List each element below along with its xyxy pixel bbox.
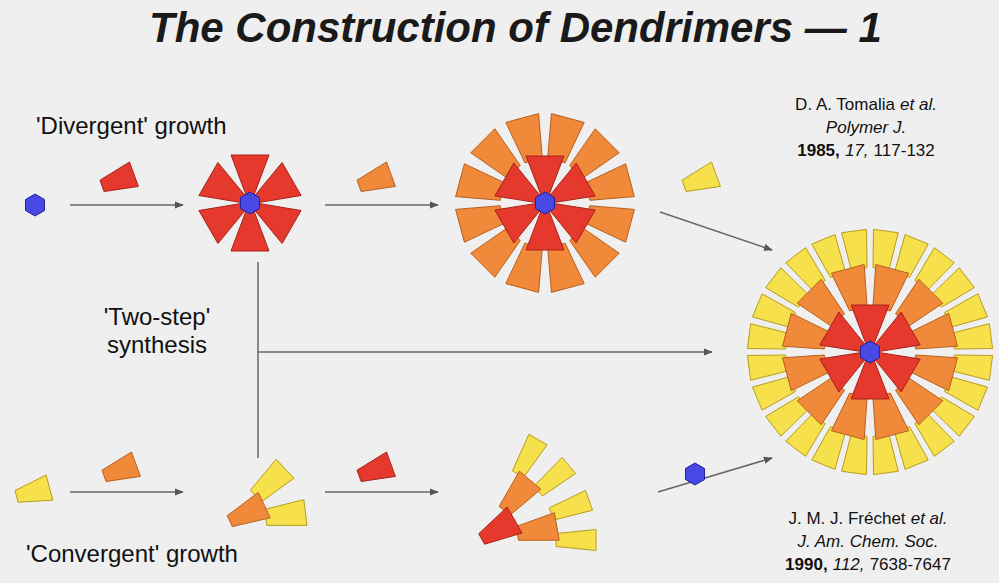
wedge-unit — [516, 513, 559, 541]
arrow — [658, 458, 772, 492]
citation-line: J. Am. Chem. Soc. — [797, 531, 938, 553]
citation-text: 112, — [833, 554, 865, 576]
core-hexagon — [686, 463, 705, 485]
arrow — [325, 491, 438, 493]
wedge-unit — [747, 355, 787, 380]
wedge-unit — [100, 162, 138, 192]
citation-text: et al. — [900, 94, 937, 116]
citation-text: 7638-7647 — [870, 554, 951, 576]
wedge-unit — [842, 229, 867, 269]
page-title: The Construction of Dendrimers — 1 — [149, 4, 882, 52]
step-label: 'Two-step' synthesis — [72, 303, 242, 359]
arrow — [70, 204, 183, 206]
citation-text: 117-132 — [874, 140, 935, 162]
wedge-unit — [550, 163, 595, 203]
wedge-unit — [873, 434, 898, 474]
wedge-unit — [357, 162, 395, 192]
wedge-unit — [820, 353, 865, 393]
wedge-unit — [199, 163, 245, 203]
citation-text: J. Am. Chem. Soc. — [797, 531, 938, 553]
citation-text: D. A. Tomalia — [795, 94, 895, 116]
wedge-unit — [495, 163, 540, 203]
connector-line — [257, 262, 259, 458]
arrow — [325, 204, 438, 206]
wedge-unit — [102, 452, 140, 482]
citation-text: 1990, — [785, 554, 828, 576]
citation-line: 1990,112,7638-7647 — [785, 554, 951, 576]
wedge-unit — [682, 162, 720, 192]
wedge-unit — [15, 475, 53, 502]
citation-text: et al. — [911, 508, 948, 530]
dendrimer-shapes — [15, 114, 993, 551]
wedge-unit — [495, 204, 540, 244]
citation-line: D. A. Tomaliaet al. — [795, 94, 937, 116]
wedge-unit — [479, 507, 522, 544]
wedge-unit — [265, 500, 307, 526]
core-hexagon — [241, 192, 260, 214]
wedge-unit — [842, 434, 867, 474]
wedge-unit — [952, 324, 992, 349]
wedge-unit — [873, 229, 898, 269]
citation-line: 1985,17,117-132 — [797, 140, 935, 162]
arrow — [660, 212, 772, 250]
step-label: 'Divergent' growth — [36, 112, 227, 140]
wedge-unit — [512, 434, 547, 477]
wedge-unit — [548, 243, 585, 292]
citation-text: 1985, — [797, 140, 840, 162]
arrows — [70, 205, 772, 492]
wedge-unit — [549, 491, 592, 521]
wedge-unit — [747, 324, 787, 349]
wedge-unit — [227, 492, 270, 526]
citation-text: Polymer J. — [826, 117, 906, 139]
citation-line: Polymer J. — [826, 117, 906, 139]
core-hexagon — [861, 341, 880, 363]
wedge-unit — [952, 355, 992, 380]
citation-text: J. M. J. Fréchet — [788, 508, 905, 530]
arrow — [258, 351, 712, 353]
wedge-unit — [357, 452, 395, 482]
core-hexagon — [26, 194, 45, 216]
citation-text: 17, — [845, 140, 869, 162]
wedge-unit — [556, 530, 596, 551]
wedge-unit — [873, 393, 909, 439]
arrow — [70, 491, 183, 493]
citation-line: J. M. J. Fréchet et al. — [788, 508, 947, 530]
wedge-unit — [820, 312, 865, 352]
wedge-unit — [199, 204, 245, 244]
wedge-unit — [255, 163, 301, 203]
step-label: 'Convergent' growth — [26, 540, 238, 568]
core-hexagon — [536, 192, 555, 214]
wedge-unit — [875, 312, 920, 352]
